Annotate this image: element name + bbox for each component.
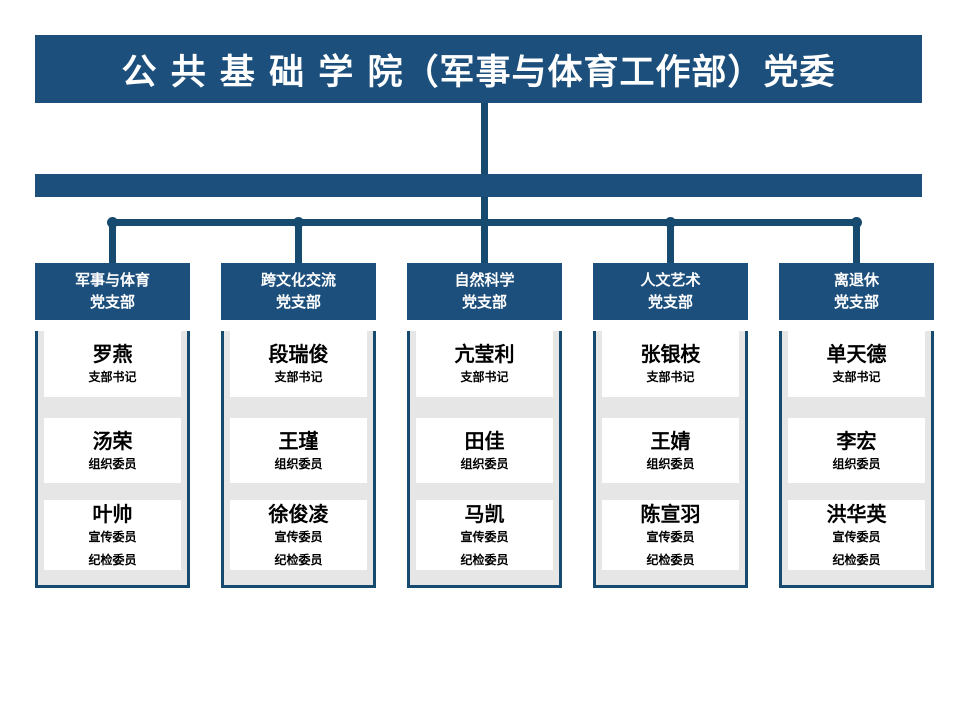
member-card: 徐俊凌宣传委员纪检委员 bbox=[230, 500, 367, 570]
branch-panel: 张银枝支部书记王婧组织委员陈宣羽宣传委员纪检委员 bbox=[593, 331, 748, 588]
member-name: 段瑞俊 bbox=[268, 342, 329, 367]
member-role: 组织委员 bbox=[832, 456, 881, 471]
member-name: 汤荣 bbox=[92, 428, 133, 453]
member-role: 组织委员 bbox=[460, 456, 509, 471]
branch-name-line2: 党支部 bbox=[833, 292, 879, 311]
branch-column: 自然科学党支部亢莹利支部书记田佳组织委员马凯宣传委员纪检委员 bbox=[407, 263, 562, 588]
junction-dot bbox=[851, 217, 862, 228]
branch-header: 人文艺术党支部 bbox=[593, 263, 748, 320]
member-name: 王婧 bbox=[650, 428, 691, 453]
member-role: 纪检委员 bbox=[832, 553, 881, 567]
member-card: 王婧组织委员 bbox=[602, 418, 739, 483]
junction-dot bbox=[293, 217, 304, 228]
member-role: 宣传委员 bbox=[274, 529, 323, 544]
member-name: 张银枝 bbox=[640, 342, 701, 367]
member-name: 洪华英 bbox=[826, 501, 887, 526]
branch-panel: 罗燕支部书记汤荣组织委员叶帅宣传委员纪检委员 bbox=[35, 331, 190, 588]
branch-column: 人文艺术党支部张银枝支部书记王婧组织委员陈宣羽宣传委员纪检委员 bbox=[593, 263, 748, 588]
member-role: 纪检委员 bbox=[274, 553, 323, 567]
branch-name-line1: 自然科学 bbox=[454, 271, 515, 289]
member-name: 李宏 bbox=[836, 428, 877, 453]
junction-dot bbox=[107, 217, 118, 228]
member-card: 王瑾组织委员 bbox=[230, 418, 367, 483]
member-role: 宣传委员 bbox=[460, 529, 509, 544]
member-role: 支部书记 bbox=[460, 370, 509, 385]
branch-name-line1: 跨文化交流 bbox=[260, 271, 336, 289]
member-role: 支部书记 bbox=[274, 370, 323, 385]
member-card: 叶帅宣传委员纪检委员 bbox=[44, 500, 181, 570]
member-role: 纪检委员 bbox=[460, 553, 509, 567]
member-role: 组织委员 bbox=[646, 456, 695, 471]
branch-name-line2: 党支部 bbox=[275, 292, 321, 311]
member-card: 亢莹利支部书记 bbox=[416, 331, 553, 397]
branch-header: 离退休党支部 bbox=[779, 263, 934, 320]
branch-name-line2: 党支部 bbox=[461, 292, 507, 311]
branch-name-line2: 党支部 bbox=[647, 292, 693, 311]
member-name: 叶帅 bbox=[92, 501, 133, 526]
connector-drop bbox=[295, 219, 302, 263]
member-card: 李宏组织委员 bbox=[788, 418, 925, 483]
member-role: 宣传委员 bbox=[832, 529, 881, 544]
member-name: 罗燕 bbox=[92, 342, 133, 367]
member-role: 宣传委员 bbox=[88, 529, 137, 544]
connector-horizontal bbox=[109, 219, 860, 226]
member-card: 洪华英宣传委员纪检委员 bbox=[788, 500, 925, 570]
member-card: 罗燕支部书记 bbox=[44, 331, 181, 397]
member-card: 单天德支部书记 bbox=[788, 331, 925, 397]
branch-column: 跨文化交流党支部段瑞俊支部书记王瑾组织委员徐俊凌宣传委员纪检委员 bbox=[221, 263, 376, 588]
member-name: 马凯 bbox=[464, 501, 505, 526]
member-name: 徐俊凌 bbox=[268, 501, 329, 526]
member-card: 田佳组织委员 bbox=[416, 418, 553, 483]
member-role: 纪检委员 bbox=[88, 553, 137, 567]
branch-name-line1: 离退休 bbox=[833, 271, 879, 289]
member-role: 支部书记 bbox=[646, 370, 695, 385]
member-card: 汤荣组织委员 bbox=[44, 418, 181, 483]
branch-panel: 亢莹利支部书记田佳组织委员马凯宣传委员纪检委员 bbox=[407, 331, 562, 588]
branch-header: 跨文化交流党支部 bbox=[221, 263, 376, 320]
branch-header: 军事与体育党支部 bbox=[35, 263, 190, 320]
member-card: 马凯宣传委员纪检委员 bbox=[416, 500, 553, 570]
connector-drop bbox=[853, 219, 860, 263]
member-name: 田佳 bbox=[464, 428, 505, 453]
page-title: 公 共 基 础 学 院（军事与体育工作部）党委 bbox=[121, 52, 836, 93]
member-role: 宣传委员 bbox=[646, 529, 695, 544]
branch-panel: 单天德支部书记李宏组织委员洪华英宣传委员纪检委员 bbox=[779, 331, 934, 588]
member-card: 张银枝支部书记 bbox=[602, 331, 739, 397]
member-card: 段瑞俊支部书记 bbox=[230, 331, 367, 397]
branch-name-line1: 军事与体育 bbox=[74, 271, 150, 289]
member-role: 纪检委员 bbox=[646, 553, 695, 567]
branch-name-line2: 党支部 bbox=[89, 292, 135, 311]
member-name: 王瑾 bbox=[278, 428, 319, 453]
branch-header: 自然科学党支部 bbox=[407, 263, 562, 320]
member-role: 组织委员 bbox=[274, 456, 323, 471]
member-card: 陈宣羽宣传委员纪检委员 bbox=[602, 500, 739, 570]
branch-column: 军事与体育党支部罗燕支部书记汤荣组织委员叶帅宣传委员纪检委员 bbox=[35, 263, 190, 588]
title-bar: 公 共 基 础 学 院（军事与体育工作部）党委 bbox=[35, 35, 922, 103]
branch-panel: 段瑞俊支部书记王瑾组织委员徐俊凌宣传委员纪检委员 bbox=[221, 331, 376, 588]
member-name: 陈宣羽 bbox=[640, 501, 701, 526]
junction-dot bbox=[665, 217, 676, 228]
connector-drop bbox=[109, 219, 116, 263]
member-name: 亢莹利 bbox=[454, 342, 515, 367]
branch-column: 离退休党支部单天德支部书记李宏组织委员洪华英宣传委员纪检委员 bbox=[779, 263, 934, 588]
divider-band bbox=[35, 174, 922, 197]
branch-name-line1: 人文艺术 bbox=[640, 271, 701, 289]
member-role: 支部书记 bbox=[832, 370, 881, 385]
member-role: 组织委员 bbox=[88, 456, 137, 471]
connector-drop bbox=[667, 219, 674, 263]
member-name: 单天德 bbox=[826, 342, 887, 367]
member-role: 支部书记 bbox=[88, 370, 137, 385]
